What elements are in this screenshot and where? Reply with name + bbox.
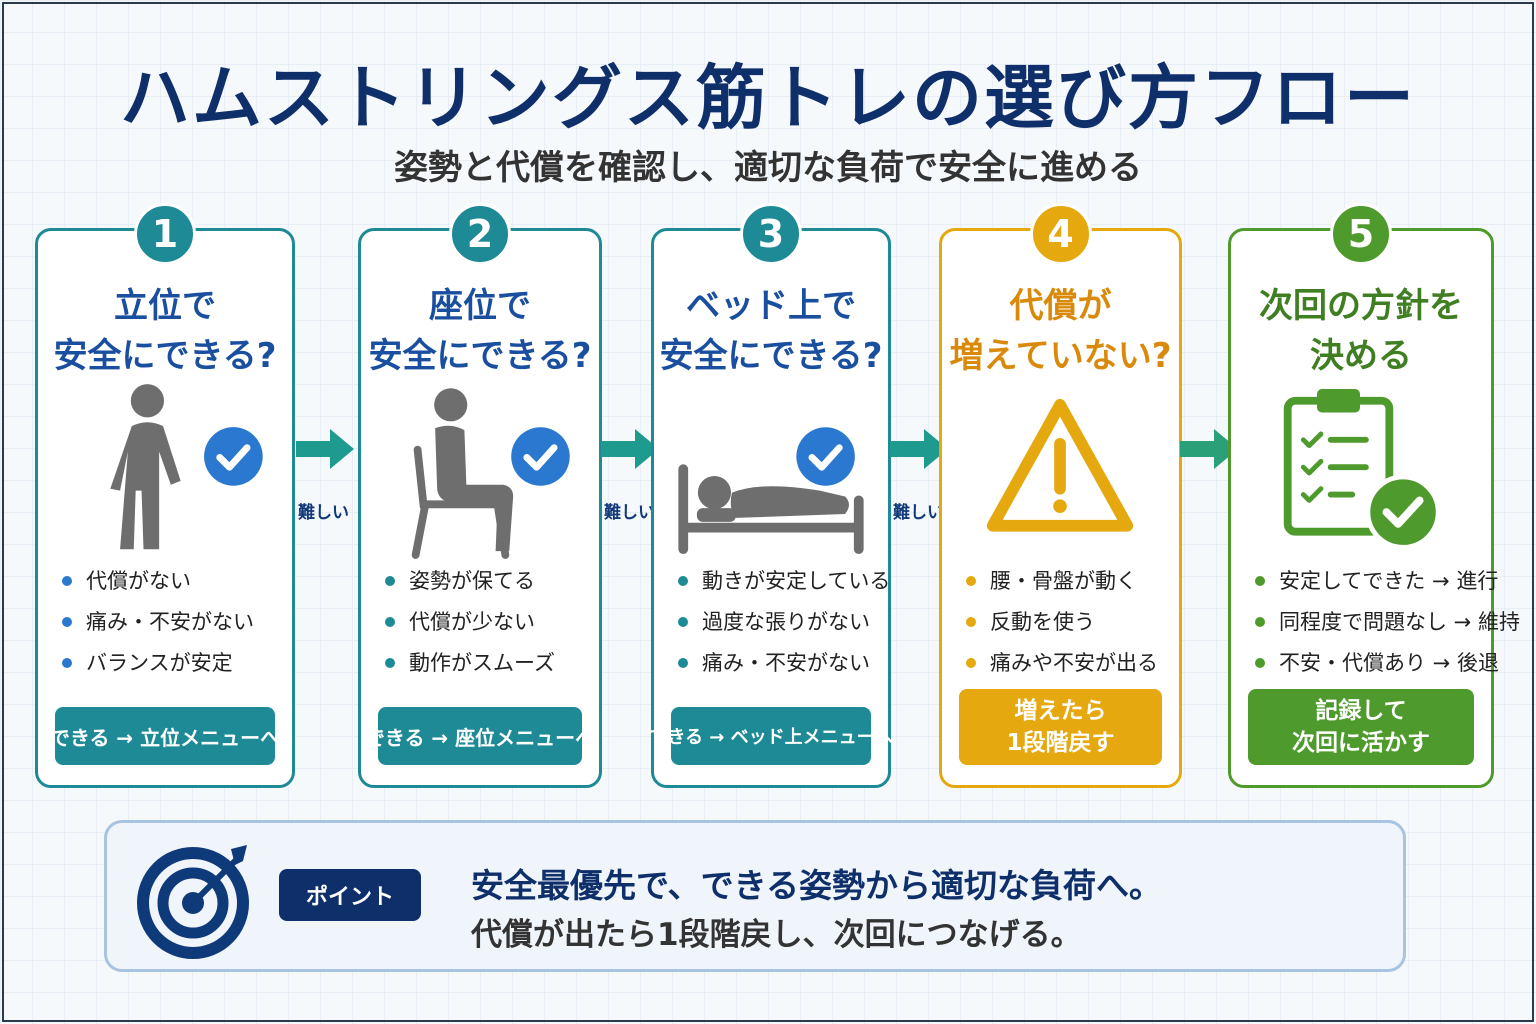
list-item: 安定してできた → 進行 [1253, 566, 1498, 607]
step-title-line1: 座位で [429, 286, 531, 326]
step-number-badge: 1 [134, 203, 196, 265]
step-criteria-list: 姿勢が保てる 代償が少ない 動作がスムーズ [383, 566, 589, 689]
step-number-badge: 2 [449, 203, 511, 265]
step-title: ベッド上で 安全にできる? [654, 281, 888, 381]
step-card-4: 4 代償が 増えていない? 腰・骨盤が動く 反動を使う 痛みや不安が出る 増えた… [939, 203, 1182, 788]
action-label-line2: 1段階戻す [1006, 730, 1115, 756]
point-panel: ポイント 安全最優先で、できる姿勢から適切な負荷へ。 代償が出たら1段階戻し、次… [104, 820, 1406, 972]
target-icon [137, 845, 249, 959]
seated-person-icon [411, 388, 570, 559]
arrow-right-icon [890, 429, 948, 469]
list-item: 動作がスムーズ [383, 648, 589, 689]
step-action-button[interactable]: できる → ベッド上メニューへ [649, 707, 893, 765]
step-action-button[interactable]: できる → 立位メニューへ [50, 707, 280, 765]
list-item: 痛み・不安がない [60, 607, 282, 648]
warning-icon [986, 398, 1134, 532]
step-title-line1: 立位で [114, 286, 216, 326]
list-item: バランスが安定 [60, 648, 282, 689]
step-title-line2: 安全にできる? [368, 336, 592, 376]
arrow-right-icon [601, 429, 659, 469]
step-title-line1: 代償が [1009, 286, 1112, 326]
step-number-badge: 4 [1029, 203, 1092, 265]
step-card-2: 2 座位で 安全にできる? 姿勢が保てる 代償が少ない 動作がスムーズ できる … [358, 203, 602, 788]
list-item: 反動を使う [964, 607, 1169, 648]
step-title: 立位で 安全にできる? [38, 281, 292, 381]
point-sub-text: 代償が出たら1段階戻し、次回につなげる。 [471, 917, 1082, 953]
list-item: 代償がない [60, 566, 282, 607]
step-criteria-list: 安定してできた → 進行 同程度で問題なし → 維持 不安・代償あり → 後退 [1253, 566, 1520, 689]
action-label: できる → 座位メニューへ [364, 725, 596, 750]
step-card-1: 1 立位で 安全にできる? 代償がない 痛み・不安がない バランスが安定 できる… [35, 203, 295, 788]
step-number-badge: 3 [740, 203, 802, 265]
arrow-right-icon [296, 429, 354, 469]
step-title-line1: 次回の方針を [1259, 286, 1463, 326]
step-criteria-list: 腰・骨盤が動く 反動を使う 痛みや不安が出る [964, 566, 1169, 689]
page-subtitle: 姿勢と代償を確認し、適切な負荷で安全に進める [394, 148, 1142, 188]
action-label-line2: 次回に活かす [1292, 730, 1430, 756]
list-item: 不安・代償あり → 後退 [1253, 648, 1499, 689]
step-title-line2: 安全にできる? [659, 336, 883, 376]
lying-person-icon [678, 427, 864, 554]
list-item: 姿勢が保てる [383, 566, 589, 607]
step-criteria-list: 動きが安定している 過度な張りがない 痛み・不安がない [676, 566, 890, 689]
step-title-line2: 増えていない? [949, 336, 1172, 376]
step-title: 次回の方針を 決める [1231, 281, 1491, 381]
point-badge: ポイント [279, 869, 421, 921]
step-card-3: 3 ベッド上で 安全にできる? 動きが安定している 過度な張りがない 痛み・不安… [649, 203, 893, 788]
step-card-5: 5 次回の方針を 決める 安定してできた → 進行 同程度で問題なし → 維持 … [1228, 203, 1520, 788]
step-title-line2: 安全にできる? [53, 336, 277, 376]
step-title: 代償が 増えていない? [942, 281, 1179, 381]
clipboard-check-icon [1283, 389, 1441, 550]
step-action-button[interactable]: できる → 座位メニューへ [365, 707, 595, 765]
action-label-line1: 増えたら [1014, 698, 1107, 724]
standing-person-icon [110, 384, 263, 550]
list-item: 同程度で問題なし → 維持 [1253, 607, 1520, 648]
step-number-badge: 5 [1330, 203, 1392, 265]
step-action-button[interactable]: 記録して 次回に活かす [1248, 689, 1474, 765]
list-item: 動きが安定している [676, 566, 890, 607]
list-item: 代償が少ない [383, 607, 589, 648]
arrow-label: 難しい [604, 503, 655, 523]
step-title: 座位で 安全にできる? [361, 281, 599, 381]
arrow-label: 難しい [893, 503, 944, 523]
arrow-right-icon [1180, 429, 1238, 469]
list-item: 痛みや不安が出る [964, 648, 1169, 689]
page-title: ハムストリングス筋トレの選び方フロー [120, 57, 1416, 139]
step-title-line2: 決める [1310, 336, 1412, 376]
step-criteria-list: 代償がない 痛み・不安がない バランスが安定 [60, 566, 282, 689]
list-item: 過度な張りがない [676, 607, 878, 648]
step-action-button[interactable]: 増えたら 1段階戻す [959, 689, 1162, 765]
action-label-line1: 記録して [1315, 698, 1407, 724]
action-label: できる → ベッド上メニューへ [649, 727, 893, 748]
step-title-line1: ベッド上で [686, 286, 856, 326]
list-item: 痛み・不安がない [676, 648, 878, 689]
action-label: できる → 立位メニューへ [49, 725, 281, 750]
list-item: 腰・骨盤が動く [964, 566, 1169, 607]
point-main-text: 安全最優先で、できる姿勢から適切な負荷へ。 [471, 866, 1163, 905]
arrow-label: 難しい [298, 503, 349, 523]
